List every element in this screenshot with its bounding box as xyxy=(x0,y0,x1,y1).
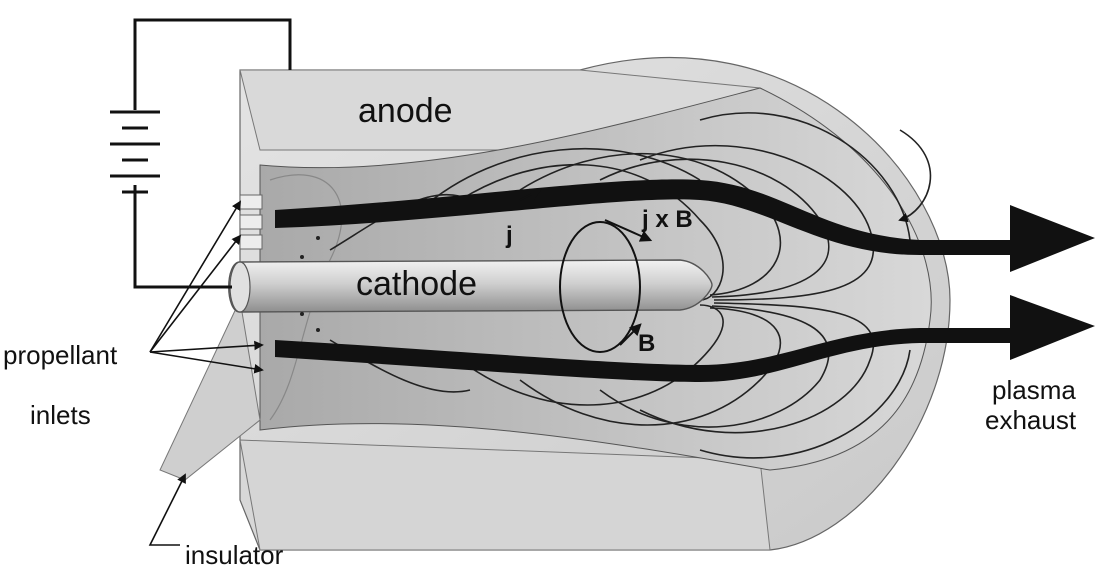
inlet-ports xyxy=(239,194,263,250)
cathode-rod xyxy=(228,259,713,313)
b-field-loop xyxy=(519,188,653,353)
magnetic-field-label: B xyxy=(638,330,656,357)
battery-icon xyxy=(110,110,160,194)
anode-label: anode xyxy=(358,92,453,130)
cathode-label: cathode xyxy=(356,265,477,303)
inlets-label: inlets xyxy=(30,400,91,430)
exhaust-label: exhaust xyxy=(985,405,1077,435)
insulator-label: insulator xyxy=(185,540,284,570)
current-density-label: j xyxy=(506,222,513,249)
propellant-leaders xyxy=(149,200,264,374)
plasma-dots xyxy=(300,236,320,332)
plasma-label: plasma xyxy=(992,375,1076,405)
insulator-leader xyxy=(148,473,186,546)
plasma-flow xyxy=(275,179,1095,382)
lorentz-force-label: j x B xyxy=(642,206,693,233)
propellant-label: propellant xyxy=(3,340,118,370)
